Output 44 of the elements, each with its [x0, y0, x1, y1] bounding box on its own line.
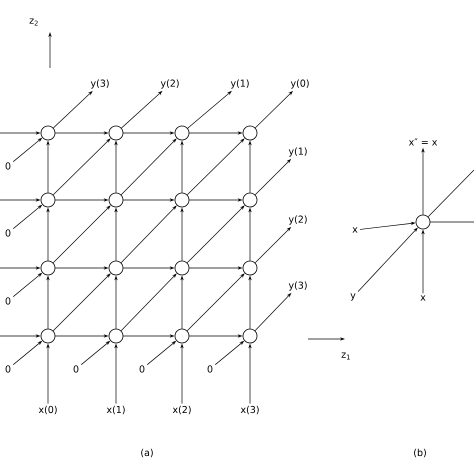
signal-label: 0 [6, 162, 10, 170]
signal-label: 0 [6, 229, 10, 237]
signal-label: 0 [208, 365, 212, 373]
signal-label: x(2) [172, 406, 191, 414]
signal-label: 0 [6, 297, 10, 305]
signal-label: x(0) [38, 406, 57, 414]
signal-label: x [352, 227, 358, 233]
cell-circle [242, 192, 258, 208]
signal-label: 0 [74, 365, 78, 373]
axis-label: z$_{2}$ [30, 18, 38, 26]
cell-circle [108, 192, 124, 208]
signal-label: x″ = x [408, 138, 438, 146]
cell-circle [416, 214, 430, 230]
signal-label: y(0) [290, 79, 309, 89]
signal-label: x [420, 295, 426, 301]
signal-label: y(3) [288, 281, 307, 291]
signal-label: y(3) [90, 79, 109, 89]
cell-circle [242, 126, 258, 140]
panel-label: (b) [414, 448, 426, 458]
cell-circle [40, 328, 56, 344]
signal-label: y(2) [160, 79, 179, 89]
cell-circle [108, 328, 124, 344]
line [428, 170, 474, 218]
cell-circle [174, 260, 190, 276]
signal-label: y(2) [288, 215, 307, 225]
signal-label: x(1) [106, 406, 125, 414]
cell-circle [174, 328, 190, 344]
axis-label: z$_{1}$ [342, 352, 350, 360]
signal-label: 0 [6, 365, 10, 373]
cell-circle [108, 260, 124, 276]
cell-circle [40, 260, 56, 276]
signal-label: y(1) [230, 79, 249, 89]
cell-circle [40, 126, 56, 140]
signal-label: y [350, 293, 356, 301]
cell-circle [108, 126, 124, 140]
signal-label: 0 [140, 365, 144, 373]
cell-circle [242, 260, 258, 276]
cell-circle [242, 328, 258, 344]
signal-label: x(3) [240, 406, 259, 414]
signal-label: y(1) [288, 147, 307, 157]
cell-circle [40, 192, 56, 208]
panel-label: (a) [141, 448, 153, 458]
cell-circle [174, 126, 190, 140]
cell-circle [174, 192, 190, 208]
